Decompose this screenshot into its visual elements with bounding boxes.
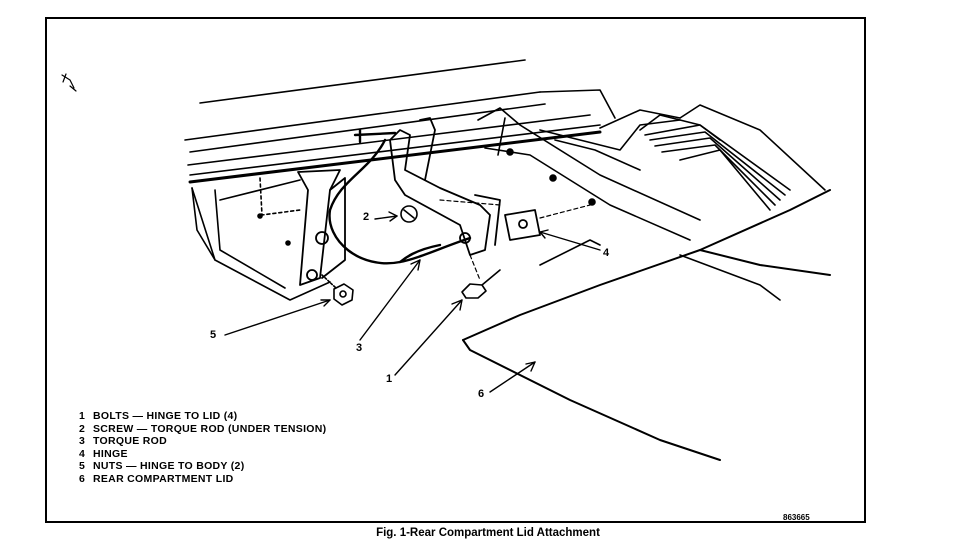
legend-item-number: 4	[79, 447, 86, 460]
legend-item: 2 SCREW — TORQUE ROD (UNDER TENSION)	[79, 423, 326, 436]
drawing-id: 863665	[783, 513, 810, 522]
callout-6: 6	[478, 388, 485, 400]
hinge-to-lid-bolt	[461, 269, 501, 299]
legend-item-text: TORQUE ROD	[93, 435, 167, 447]
legend-item-number: 3	[79, 435, 86, 447]
legend-item-text: REAR COMPARTMENT LID	[93, 472, 234, 485]
legend-item-number: 1	[79, 410, 86, 422]
alignment-lines	[439, 199, 591, 281]
callout-5: 5	[210, 329, 217, 341]
rear-compartment-lid	[462, 189, 831, 461]
callout-1: 1	[386, 373, 393, 385]
hinge-box-panel	[191, 177, 331, 301]
legend-item-number: 2	[79, 422, 86, 435]
right-body-rail	[477, 104, 826, 301]
legend-item: 6 REAR COMPARTMENT LID	[79, 473, 326, 486]
legend-item: 4 HINGE	[79, 448, 326, 461]
hinge-to-body-nut	[321, 274, 354, 306]
orientation-arrow-icon	[61, 73, 77, 92]
parts-legend: 1 BOLTS — HINGE TO LID (4) 2 SCREW — TORQU…	[79, 410, 326, 485]
body-panel-lines	[184, 59, 616, 184]
figure-frame	[45, 17, 866, 523]
callout-4: 4	[603, 247, 610, 259]
legend-item-number: 6	[79, 472, 86, 485]
legend-item-text: HINGE	[93, 447, 128, 460]
figure-caption: Fig. 1-Rear Compartment Lid Attachment	[376, 527, 600, 539]
callout-3: 3	[356, 342, 363, 354]
legend-item-text: BOLTS — HINGE TO LID (4)	[93, 410, 238, 422]
legend-item-text: NUTS — HINGE TO BODY (2)	[93, 460, 245, 472]
torque-rod	[328, 128, 472, 265]
legend-item: 3 TORQUE ROD	[79, 435, 326, 448]
callout-2: 2	[363, 211, 370, 223]
legend-item-number: 5	[79, 460, 86, 472]
hinge	[297, 117, 541, 286]
legend-item: 5 NUTS — HINGE TO BODY (2)	[79, 460, 326, 473]
legend-item: 1 BOLTS — HINGE TO LID (4)	[79, 410, 326, 423]
leader-lines	[224, 211, 601, 393]
torque-rod-screw	[400, 205, 418, 223]
legend-item-text: SCREW — TORQUE ROD (UNDER TENSION)	[93, 422, 327, 435]
